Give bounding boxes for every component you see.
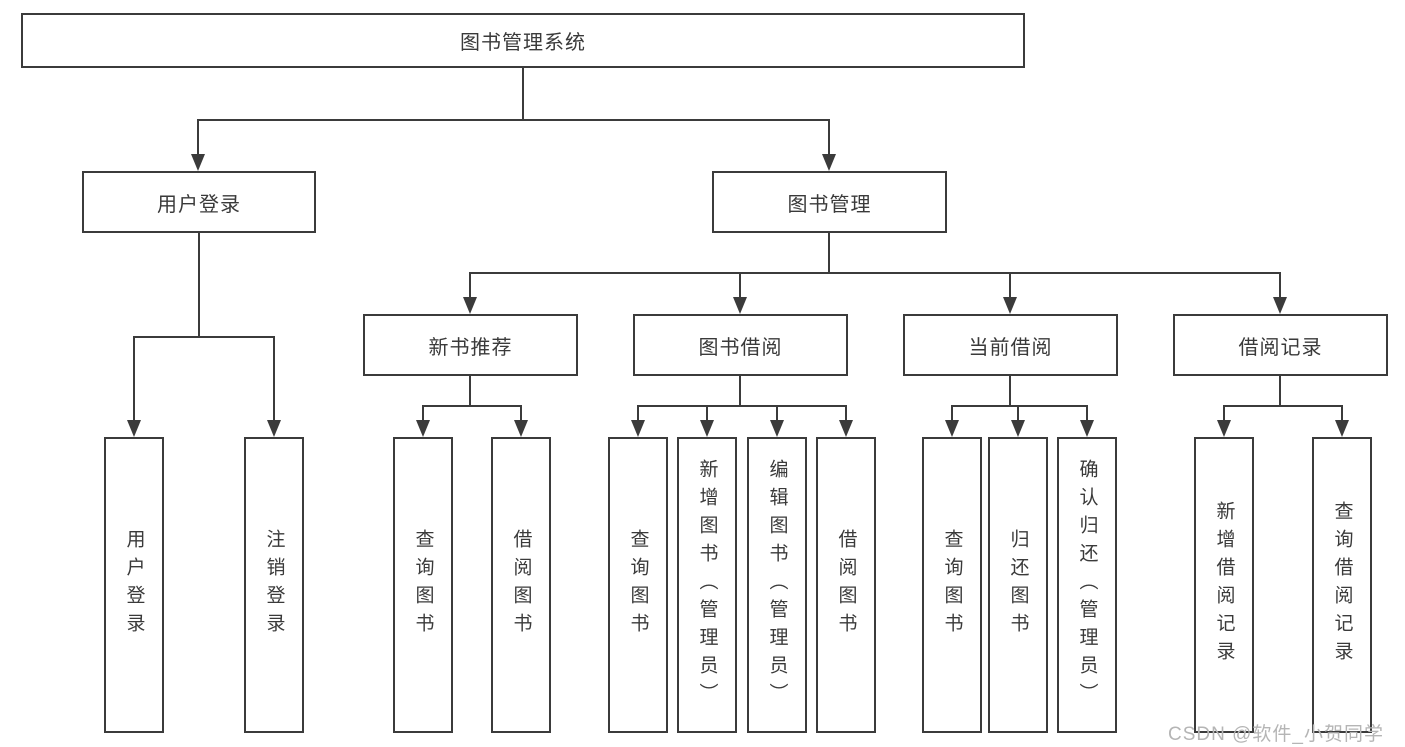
connector-line [951, 405, 953, 423]
arrowhead-icon [416, 420, 430, 437]
connector-line [133, 336, 275, 338]
connector-line [739, 376, 741, 407]
leaf-label: 用户登录 [123, 529, 145, 641]
connector-line [1223, 405, 1343, 407]
leaf-label: 借阅图书 [510, 529, 532, 641]
arrowhead-icon [463, 297, 477, 314]
connector-line [637, 405, 639, 423]
connector-line [1223, 405, 1225, 423]
connector-line [197, 119, 830, 121]
connector-line [469, 376, 471, 407]
leaf-add-books-admin: 新增图书（管理员） [677, 437, 737, 733]
connector-line [637, 405, 847, 407]
leaf-confirm-return-admin: 确认归还（管理员） [1057, 437, 1117, 733]
node-label: 图书管理系统 [460, 32, 586, 54]
connector-line [951, 405, 1088, 407]
leaf-label: 查询图书 [412, 529, 434, 641]
connector-line [1017, 405, 1019, 423]
leaf-label: 新增借阅记录 [1213, 501, 1235, 669]
connector-line [828, 233, 830, 274]
arrowhead-icon [1080, 420, 1094, 437]
leaf-edit-books-admin: 编辑图书（管理员） [747, 437, 807, 733]
arrowhead-icon [839, 420, 853, 437]
connector-line [133, 336, 135, 423]
node-label: 借阅记录 [1238, 336, 1323, 359]
connector-line [1009, 272, 1011, 300]
arrowhead-icon [1273, 297, 1287, 314]
arrowhead-icon [700, 420, 714, 437]
node-current-borrowing: 当前借阅 [903, 314, 1118, 376]
leaf-borrow-books-recommend: 借阅图书 [491, 437, 551, 733]
arrowhead-icon [1335, 420, 1349, 437]
connector-line [739, 272, 741, 300]
leaf-label: 查询图书 [941, 529, 963, 641]
connector-line [1009, 376, 1011, 407]
arrowhead-icon [1003, 297, 1017, 314]
connector-line [273, 336, 275, 423]
csdn-watermark: CSDN @软件_小贺同学 [1168, 724, 1384, 745]
arrowhead-icon [1011, 420, 1025, 437]
leaf-add-borrow-record: 新增借阅记录 [1194, 437, 1254, 733]
connector-line [1086, 405, 1088, 423]
connector-line [422, 405, 424, 423]
arrowhead-icon [514, 420, 528, 437]
connector-line [520, 405, 522, 423]
leaf-query-books-borrowing: 查询图书 [608, 437, 668, 733]
leaf-label: 确认归还（管理员） [1076, 459, 1098, 711]
node-new-book-recommend: 新书推荐 [363, 314, 578, 376]
connector-line [1341, 405, 1343, 423]
connector-line [845, 405, 847, 423]
node-library-management-system: 图书管理系统 [21, 13, 1025, 68]
arrowhead-icon [822, 154, 836, 171]
node-book-borrowing: 图书借阅 [633, 314, 848, 376]
connector-line [469, 272, 1281, 274]
leaf-return-books: 归还图书 [988, 437, 1048, 733]
leaf-label: 注销登录 [263, 529, 285, 641]
leaf-query-books-recommend: 查询图书 [393, 437, 453, 733]
node-label: 图书借阅 [698, 336, 783, 359]
arrowhead-icon [267, 420, 281, 437]
node-user-login-branch: 用户登录 [82, 171, 316, 233]
connector-line [197, 119, 199, 158]
connector-line [522, 68, 524, 121]
connector-line [828, 119, 830, 158]
connector-line [776, 405, 778, 423]
arrowhead-icon [733, 297, 747, 314]
connector-line [422, 405, 522, 407]
node-borrowing-records: 借阅记录 [1173, 314, 1388, 376]
leaf-label: 归还图书 [1007, 529, 1029, 641]
connector-line [706, 405, 708, 423]
connector-line [469, 272, 471, 300]
leaf-label: 查询借阅记录 [1331, 501, 1353, 669]
leaf-label: 编辑图书（管理员） [766, 459, 788, 711]
leaf-logout: 注销登录 [244, 437, 304, 733]
arrowhead-icon [191, 154, 205, 171]
node-label: 用户登录 [157, 193, 241, 216]
leaf-label: 借阅图书 [835, 529, 857, 641]
leaf-label: 查询图书 [627, 529, 649, 641]
connector-line [1279, 376, 1281, 407]
node-book-management-branch: 图书管理 [712, 171, 947, 233]
leaf-borrow-books: 借阅图书 [816, 437, 876, 733]
leaf-query-borrow-record: 查询借阅记录 [1312, 437, 1372, 733]
connector-line [1279, 272, 1281, 300]
arrowhead-icon [770, 420, 784, 437]
node-label: 当前借阅 [968, 336, 1053, 359]
leaf-label: 新增图书（管理员） [696, 459, 718, 711]
connector-line [198, 233, 200, 338]
arrowhead-icon [127, 420, 141, 437]
node-label: 新书推荐 [428, 336, 513, 359]
arrowhead-icon [1217, 420, 1231, 437]
leaf-user-login: 用户登录 [104, 437, 164, 733]
node-label: 图书管理 [787, 193, 872, 216]
arrowhead-icon [945, 420, 959, 437]
leaf-query-books-current: 查询图书 [922, 437, 982, 733]
arrowhead-icon [631, 420, 645, 437]
